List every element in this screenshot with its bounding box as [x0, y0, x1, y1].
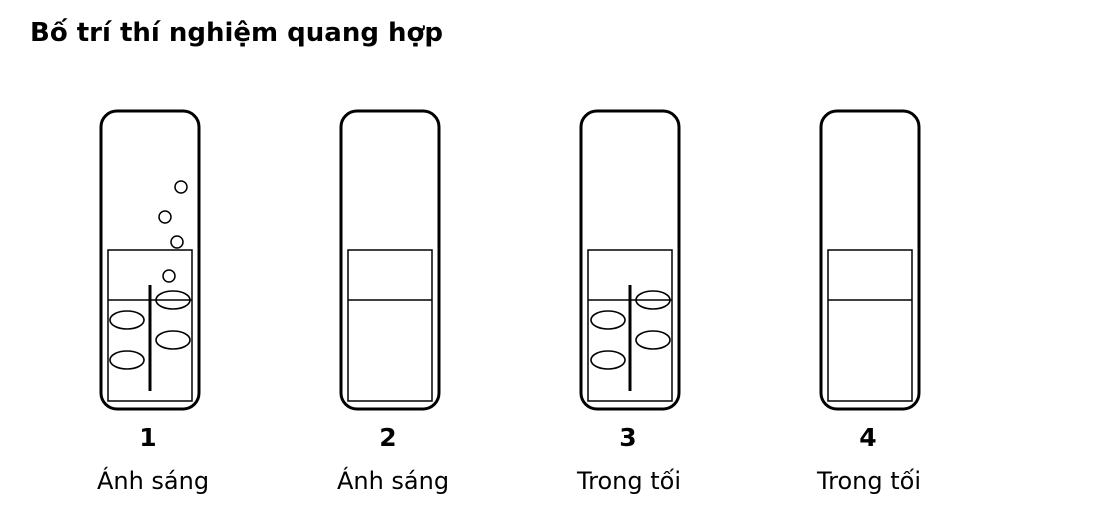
test-tube-2	[339, 109, 441, 411]
test-tube-1	[99, 109, 201, 411]
beaker	[107, 249, 193, 402]
page-title: Bố trí thí nghiệm quang hợp	[30, 18, 443, 48]
tube-outline	[579, 109, 681, 411]
tube-caption-3: Trong tối	[576, 467, 681, 495]
oxygen-bubble	[170, 235, 184, 249]
beaker	[587, 249, 673, 402]
test-tube-4	[819, 109, 921, 411]
tube-caption-2: Ánh sáng	[337, 466, 449, 495]
plant-leaf	[635, 290, 671, 310]
tube-number-4: 4	[859, 423, 876, 452]
oxygen-bubble	[162, 269, 176, 283]
tube-number-3: 3	[619, 423, 636, 452]
oxygen-bubble	[174, 180, 188, 194]
beaker	[827, 249, 913, 402]
tube-outline	[339, 109, 441, 411]
beaker	[347, 249, 433, 402]
tube-number-2: 2	[379, 423, 396, 452]
plant-leaf	[590, 310, 626, 330]
tube-caption-4: Trong tối	[816, 467, 921, 495]
plant-leaf	[590, 350, 626, 370]
tube-number-1: 1	[139, 423, 156, 452]
plant-leaf	[109, 310, 145, 330]
plant-leaf	[155, 330, 191, 350]
plant-leaf	[109, 350, 145, 370]
tube-outline	[99, 109, 201, 411]
tube-outline	[819, 109, 921, 411]
plant-leaf	[155, 290, 191, 310]
test-tube-3	[579, 109, 681, 411]
tube-caption-1: Ánh sáng	[97, 466, 209, 495]
plant-leaf	[635, 330, 671, 350]
oxygen-bubble	[158, 210, 172, 224]
